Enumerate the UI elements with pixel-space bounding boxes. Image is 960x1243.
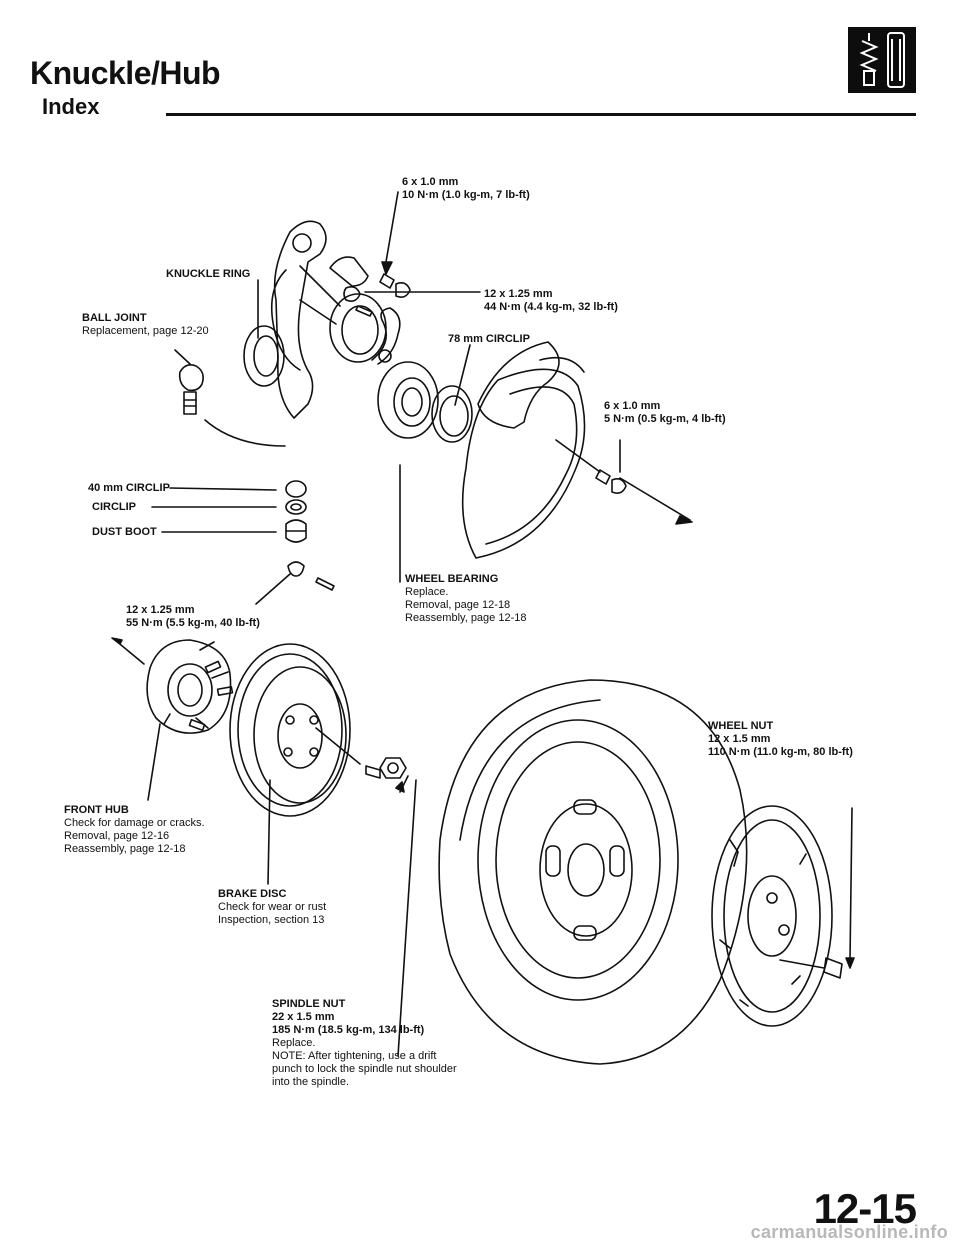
- knuckle-bolt-size: 12 x 1.25 mm: [484, 288, 553, 300]
- brake-disc-line2: Inspection, section 13: [218, 914, 325, 926]
- top-bolt-size: 6 x 1.0 mm: [402, 176, 459, 188]
- wheel-nut-size: 12 x 1.5 mm: [708, 733, 771, 745]
- wheel-bearing-line3: Reassembly, page 12-18: [405, 612, 527, 624]
- ball-joint-note: Replacement, page 12-20: [82, 325, 209, 337]
- spindle-nut-torque: 185 N·m (18.5 kg-m, 134 lb-ft): [272, 1024, 425, 1036]
- page-subtitle: Index: [42, 94, 100, 119]
- top-bolt-torque: 10 N·m (1.0 kg-m, 7 lb-ft): [402, 189, 530, 201]
- splash-bolt-torque: 5 N·m (0.5 kg-m, 4 lb-ft): [604, 413, 726, 425]
- circlip-40-label: 40 mm CIRCLIP: [88, 482, 170, 494]
- section-badge: [848, 27, 916, 93]
- wheel-bearing-line1: Replace.: [405, 586, 449, 598]
- spindle-nut-callout: SPINDLE NUT 22 x 1.5 mm 185 N·m (18.5 kg…: [272, 998, 457, 1089]
- front-hub-line1: Check for damage or cracks.: [64, 817, 205, 829]
- spindle-nut-label: SPINDLE NUT: [272, 998, 346, 1010]
- brake-disc-line1: Check for wear or rust: [218, 901, 327, 913]
- page-number: 12-15: [813, 1185, 917, 1232]
- splash-bolt-callout: 6 x 1.0 mm 5 N·m (0.5 kg-m, 4 lb-ft): [604, 400, 726, 426]
- circlip-40-callout: 40 mm CIRCLIP: [88, 482, 170, 495]
- page-title: Knuckle/Hub: [30, 55, 221, 91]
- suspension-strut-icon: [859, 32, 905, 88]
- title-rule: [166, 113, 916, 116]
- spindle-nut-line1: Replace.: [272, 1037, 316, 1049]
- brake-disc-label: BRAKE DISC: [218, 888, 287, 900]
- front-hub-label: FRONT HUB: [64, 804, 129, 816]
- spindle-nut-note3: into the spindle.: [272, 1076, 350, 1088]
- wheel-nut-label: WHEEL NUT: [708, 720, 774, 732]
- knuckle-ring-label: KNUCKLE RING: [166, 268, 251, 280]
- spindle-nut-note2: punch to lock the spindle nut shoulder: [272, 1063, 457, 1075]
- spindle-nut-size: 22 x 1.5 mm: [272, 1011, 335, 1023]
- ball-joint-nut-size: 12 x 1.25 mm: [126, 604, 195, 616]
- circlip-label: CIRCLIP: [92, 501, 136, 513]
- ball-joint-callout: BALL JOINT Replacement, page 12-20: [82, 312, 209, 338]
- circlip-78-callout: 78 mm CIRCLIP: [448, 333, 530, 346]
- watermark: carmanualsonline.info: [750, 1222, 948, 1242]
- circlip-78-label: 78 mm CIRCLIP: [448, 333, 530, 345]
- front-hub-callout: FRONT HUB Check for damage or cracks. Re…: [64, 804, 205, 856]
- front-hub-line2: Removal, page 12-16: [64, 830, 170, 842]
- knuckle-ring-callout: KNUCKLE RING: [166, 268, 250, 281]
- wheel-nut-torque: 110 N·m (11.0 kg-m, 80 lb-ft): [708, 746, 853, 758]
- wheel-bearing-callout: WHEEL BEARING Replace. Removal, page 12-…: [405, 573, 526, 625]
- dust-boot-label: DUST BOOT: [92, 526, 157, 538]
- top-bolt-callout: 6 x 1.0 mm 10 N·m (1.0 kg-m, 7 lb-ft): [402, 176, 530, 202]
- circlip-callout: CIRCLIP: [92, 501, 136, 514]
- ball-joint-nut-callout: 12 x 1.25 mm 55 N·m (5.5 kg-m, 40 lb-ft): [126, 604, 260, 630]
- wheel-bearing-label: WHEEL BEARING: [405, 573, 499, 585]
- front-hub-line3: Reassembly, page 12-18: [64, 843, 186, 855]
- brake-disc-callout: BRAKE DISC Check for wear or rust Inspec…: [218, 888, 326, 927]
- ball-joint-nut-torque: 55 N·m (5.5 kg-m, 40 lb-ft): [126, 617, 260, 629]
- dust-boot-callout: DUST BOOT: [92, 526, 157, 539]
- wheel-bearing-line2: Removal, page 12-18: [405, 599, 511, 611]
- splash-bolt-size: 6 x 1.0 mm: [604, 400, 661, 412]
- wheel-nut-callout: WHEEL NUT 12 x 1.5 mm 110 N·m (11.0 kg-m…: [708, 720, 853, 759]
- ball-joint-label: BALL JOINT: [82, 312, 147, 324]
- spindle-nut-note1: NOTE: After tightening, use a drift: [272, 1050, 437, 1062]
- knuckle-bolt-callout: 12 x 1.25 mm 44 N·m (4.4 kg-m, 32 lb-ft): [484, 288, 618, 314]
- knuckle-bolt-torque: 44 N·m (4.4 kg-m, 32 lb-ft): [484, 301, 618, 313]
